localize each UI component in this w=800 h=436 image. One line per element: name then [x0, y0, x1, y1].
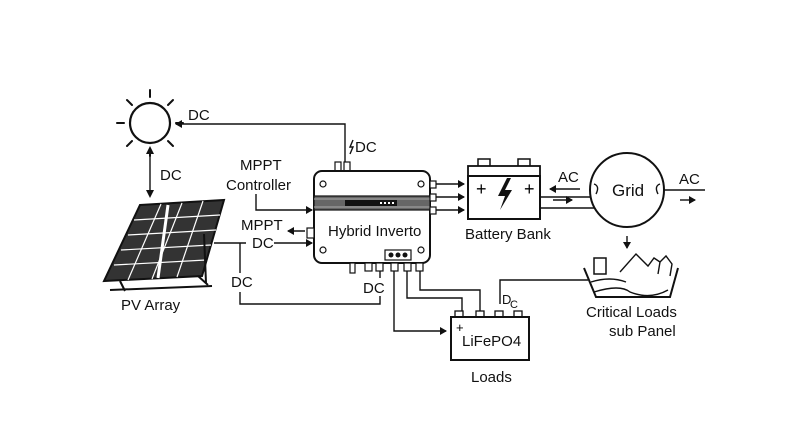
dc-label-left: DC [252, 235, 274, 252]
plus-icon: + [456, 320, 464, 335]
dc-small-c: C [510, 299, 518, 311]
dc-label-sun: DC [188, 107, 210, 124]
sun-icon [116, 89, 184, 157]
dc-label-bottom: DC [363, 280, 385, 297]
svg-text:+: + [476, 179, 487, 199]
critical-loads-label-1: Critical Loads [586, 304, 677, 321]
mppt-controller-label-2: Controller [226, 177, 291, 194]
loads-label: Loads [471, 369, 512, 386]
ac-label-battery-grid: AC [558, 169, 579, 186]
ac-label-grid-out: AC [679, 171, 700, 188]
dc-label-top: DC [355, 139, 377, 156]
hybrid-inverter [306, 161, 437, 274]
svg-text:+: + [524, 179, 535, 199]
mppt-label-left: MPPT [241, 217, 283, 234]
battery-bank-label: Battery Bank [465, 226, 551, 243]
mppt-controller-label-1: MPPT [240, 157, 282, 174]
dc-label-sun-panel: DC [160, 167, 182, 184]
solar-panel-icon [102, 198, 226, 292]
dc-small-d: D [502, 292, 511, 307]
lifepo4-battery: + [450, 310, 530, 361]
lifepo4-label: LiFePO4 [462, 333, 521, 350]
dc-label-lower-left: DC [231, 274, 253, 291]
inverter-label: Hybrid Inverto [328, 223, 421, 240]
critical-loads-panel [583, 252, 679, 298]
critical-loads-label-2: sub Panel [609, 323, 676, 340]
pv-array-label: PV Array [121, 297, 181, 314]
lightning-icon-small [348, 139, 355, 155]
grid-label: Grid [612, 181, 644, 200]
battery-icon: + + [467, 158, 541, 220]
